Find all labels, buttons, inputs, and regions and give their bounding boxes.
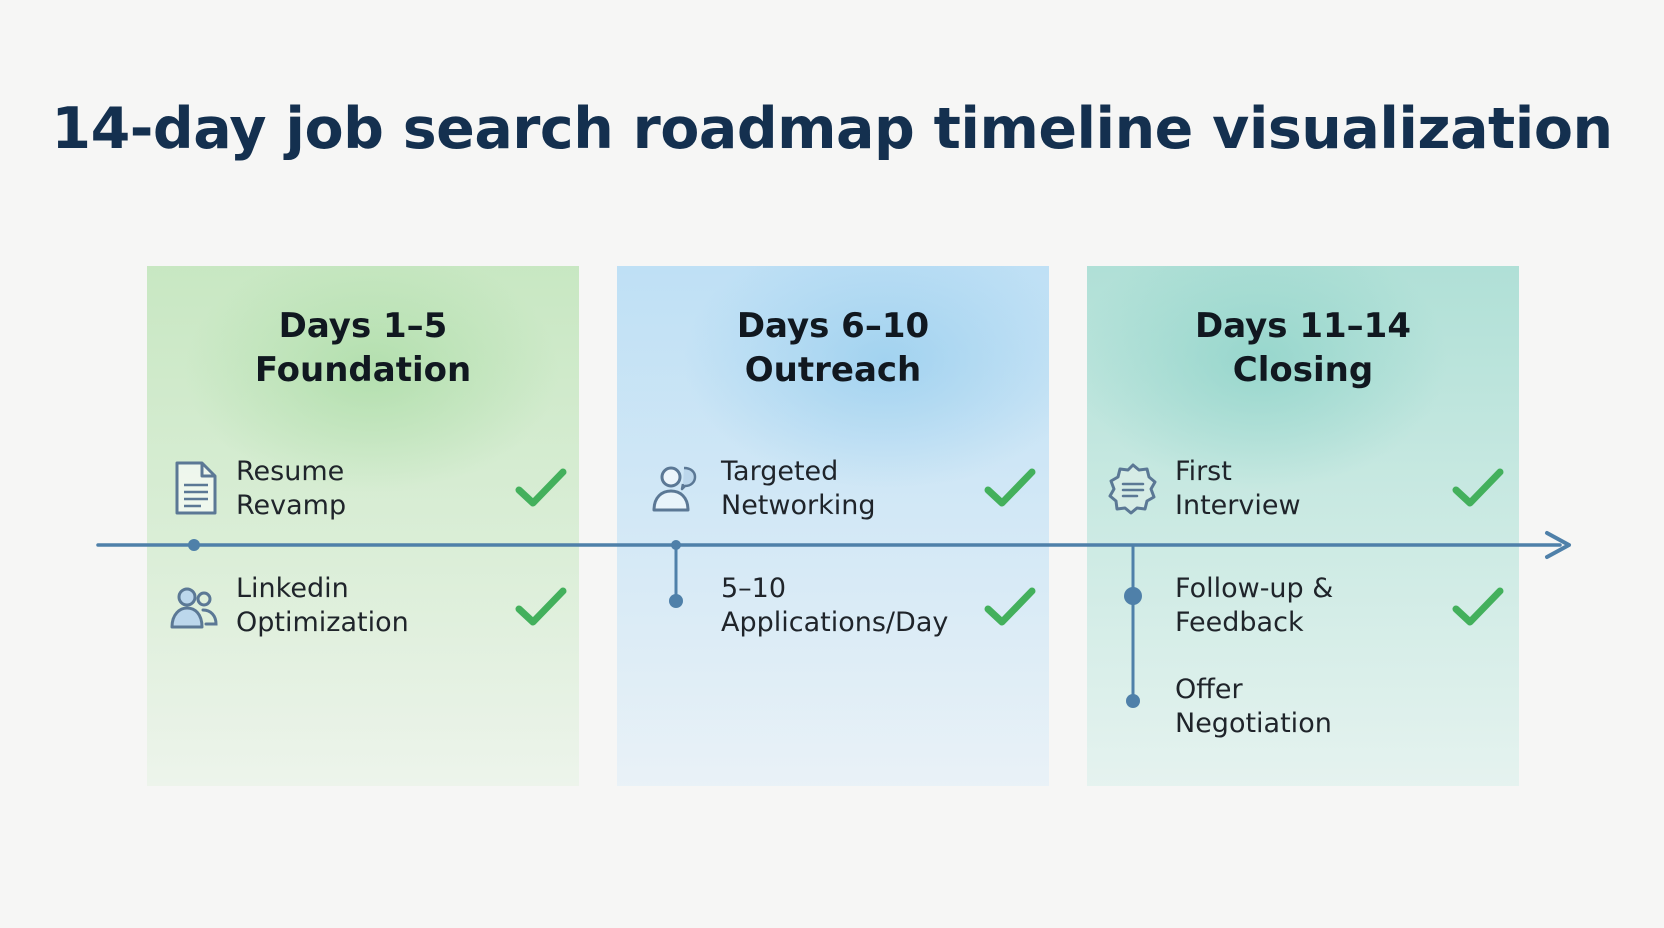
document-icon xyxy=(175,461,217,515)
task-follow-up-feedback: Follow-up & Feedback xyxy=(1175,573,1334,638)
phase-name: Closing xyxy=(1232,350,1374,390)
timeline-arrowhead xyxy=(1545,531,1571,559)
task-targeted-networking: Targeted Networking xyxy=(721,456,876,521)
phase-days: Days 11–14 xyxy=(1195,306,1411,346)
checkmark-icon xyxy=(1452,468,1504,507)
checkmark-icon xyxy=(515,587,567,626)
checkmark-icon xyxy=(984,468,1036,507)
task-offer-negotiation: Offer Negotiation xyxy=(1175,674,1332,739)
checkmark-icon xyxy=(515,468,567,507)
phase-panel-closing: Days 11–14 Closing xyxy=(1087,266,1519,786)
checkmark-icon xyxy=(1452,587,1504,626)
task-applications-per-day: 5–10 Applications/Day xyxy=(721,573,949,638)
phase-heading: Days 6–10 Outreach xyxy=(617,304,1049,392)
phase-heading: Days 1–5 Foundation xyxy=(147,304,579,392)
task-linkedin-optimization: Linkedin Optimization xyxy=(236,573,409,638)
checkmark-icon xyxy=(984,587,1036,626)
phase-days: Days 6–10 xyxy=(736,306,930,346)
phase-heading: Days 11–14 Closing xyxy=(1087,304,1519,392)
task-resume-revamp: Resume Revamp xyxy=(236,456,347,521)
users-icon xyxy=(170,587,218,629)
page-title: 14-day job search roadmap timeline visua… xyxy=(51,96,1613,162)
phase-name: Foundation xyxy=(254,350,472,390)
phase-days: Days 1–5 xyxy=(278,306,448,346)
phase-panel-foundation: Days 1–5 Foundation xyxy=(147,266,579,786)
task-first-interview: First Interview xyxy=(1175,456,1301,521)
phase-panel-outreach: Days 6–10 Outreach xyxy=(617,266,1049,786)
person-chat-icon xyxy=(652,466,697,512)
phase-name: Outreach xyxy=(744,350,922,390)
badge-chat-icon xyxy=(1108,463,1157,515)
